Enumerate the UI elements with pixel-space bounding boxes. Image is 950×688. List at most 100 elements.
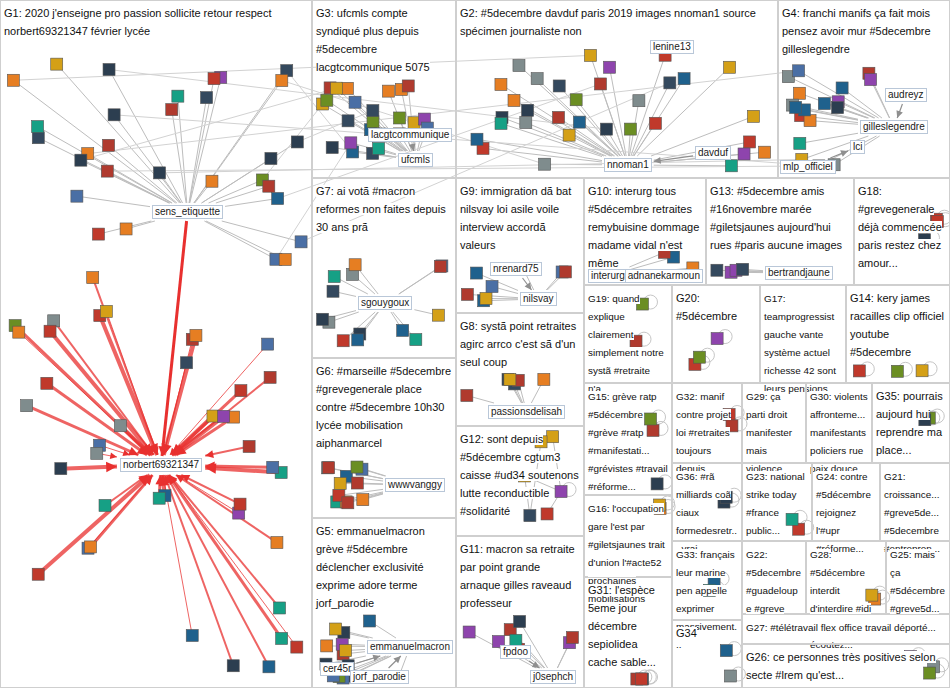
group-box: G19: quand explique clairement simplemen… xyxy=(584,285,672,383)
avatar xyxy=(317,313,329,325)
avatar xyxy=(271,537,283,549)
avatar xyxy=(647,424,659,436)
avatar xyxy=(584,49,596,61)
avatar xyxy=(711,333,723,345)
link-arrow xyxy=(170,344,268,455)
group-box: G10: interurg tous #5décembre retraites … xyxy=(584,178,706,285)
avatar xyxy=(645,413,657,425)
inter-group-line xyxy=(287,71,353,152)
avatar xyxy=(541,508,553,520)
vertex-name: passionsdelisah xyxy=(491,406,562,417)
avatar xyxy=(272,193,284,205)
arrow-head xyxy=(106,462,117,472)
group-box: G16: l'occupation gare l'est par #gilets… xyxy=(584,495,672,577)
vertex-label: bertrandjaune xyxy=(765,266,833,280)
inter-group-line xyxy=(160,159,802,172)
link-line xyxy=(632,83,669,156)
avatar xyxy=(267,461,279,473)
avatar xyxy=(345,137,357,149)
vertex-label: lci xyxy=(850,140,865,154)
link-arrow xyxy=(93,278,158,455)
avatar xyxy=(108,109,120,121)
arrow-head xyxy=(205,462,215,471)
vertex-label: passionsdelisah xyxy=(488,405,565,419)
vertex-avatars xyxy=(7,49,943,685)
vertex-label: interurg xyxy=(588,269,628,283)
avatar xyxy=(471,267,483,279)
vertex-name: jorf_parodie xyxy=(353,671,406,682)
avatar xyxy=(32,132,44,144)
avatar xyxy=(555,486,567,498)
avatar xyxy=(725,160,737,172)
avatar xyxy=(744,136,756,148)
avatar xyxy=(711,264,723,276)
link-line xyxy=(202,159,271,203)
group-box: G9: immigration dã bat nilsvay loi asile… xyxy=(456,178,584,313)
group-heading: G14: kery james racailles clip officiel … xyxy=(850,292,944,358)
vertex-name: interurg xyxy=(591,270,625,281)
group-box: G18: #grevegenerale déjà commencée paris… xyxy=(854,178,950,285)
vertex-label: jorf_parodie xyxy=(350,670,409,684)
link-line xyxy=(634,79,684,156)
link-line xyxy=(189,98,207,203)
link-arrow xyxy=(181,475,240,504)
avatar xyxy=(334,477,346,489)
link-arrow xyxy=(205,466,273,467)
avatar xyxy=(547,431,559,443)
group-heading: G12: sont depuis #5décembre cgtum3 caiss… xyxy=(460,433,579,517)
edge-arrow xyxy=(158,221,186,456)
avatar xyxy=(41,377,53,389)
group-box: G8: systã point retraites agirc arrco c'… xyxy=(456,313,584,426)
group-heading: G34 xyxy=(676,627,697,639)
avatar xyxy=(678,73,690,85)
group-box: G2: #5decembre davduf paris 2019 images … xyxy=(456,0,778,178)
avatar xyxy=(265,153,277,165)
edge-line xyxy=(897,104,902,118)
link-line xyxy=(194,71,287,203)
avatar xyxy=(349,259,361,271)
vertex-label: lacgtcommunique xyxy=(368,128,452,142)
link-arrow xyxy=(19,332,151,455)
avatar xyxy=(99,499,111,511)
group-heading: G10: interurg tous #5décembre retraites … xyxy=(588,185,699,269)
avatar xyxy=(793,65,805,77)
group-box: G11: macron sa retraite par point grande… xyxy=(456,536,584,688)
avatar xyxy=(154,167,166,179)
group-box: G15: grève ratp #5décembre #grève #ratp … xyxy=(584,383,672,495)
avatar xyxy=(513,60,525,72)
vertex-name: adnanekarmoun xyxy=(628,270,700,281)
group-heading: G13: #5decembre amis #16novembre marée #… xyxy=(710,185,842,251)
avatar xyxy=(463,626,475,638)
avatar xyxy=(916,365,928,377)
group-heading: G17: teamprogressist gauche vante systèm… xyxy=(764,293,836,394)
vertex-name: wwwvanggy xyxy=(388,479,442,490)
avatar xyxy=(351,461,363,473)
arrow-head xyxy=(840,150,848,156)
arrow-head xyxy=(525,282,532,290)
avatar xyxy=(539,158,551,170)
avatar xyxy=(274,602,286,614)
avatar xyxy=(352,334,364,346)
avatar xyxy=(410,334,422,346)
arrow-head xyxy=(128,447,138,455)
group-box: G12: sont depuis #5décembre cgtum3 caiss… xyxy=(456,426,584,536)
link-line xyxy=(98,221,151,234)
link-arrow xyxy=(106,311,157,455)
group-heading: G30: violents affronteme... manifestants… xyxy=(810,391,868,474)
link-line xyxy=(788,77,875,118)
group-heading: G2: #5decembre davduf paris 2019 images … xyxy=(460,7,756,37)
avatar xyxy=(486,281,498,293)
link-line xyxy=(590,55,624,156)
arrow-head xyxy=(896,110,902,118)
group-heading: G35: pourrais aujourd hui reprendre ma p… xyxy=(876,390,943,456)
link-line xyxy=(810,121,858,125)
link-arrow xyxy=(88,475,152,548)
group-heading: G3: ufcmls compte syndiqué plus depuis #… xyxy=(316,7,430,73)
vertex-name: emmanuelmacron xyxy=(370,641,450,652)
avatar xyxy=(866,589,878,601)
avatar xyxy=(759,146,771,158)
edge-line xyxy=(830,151,848,158)
arrow-head xyxy=(143,448,150,455)
avatar xyxy=(563,129,575,141)
vertex-name: nrenard75 xyxy=(493,263,539,274)
